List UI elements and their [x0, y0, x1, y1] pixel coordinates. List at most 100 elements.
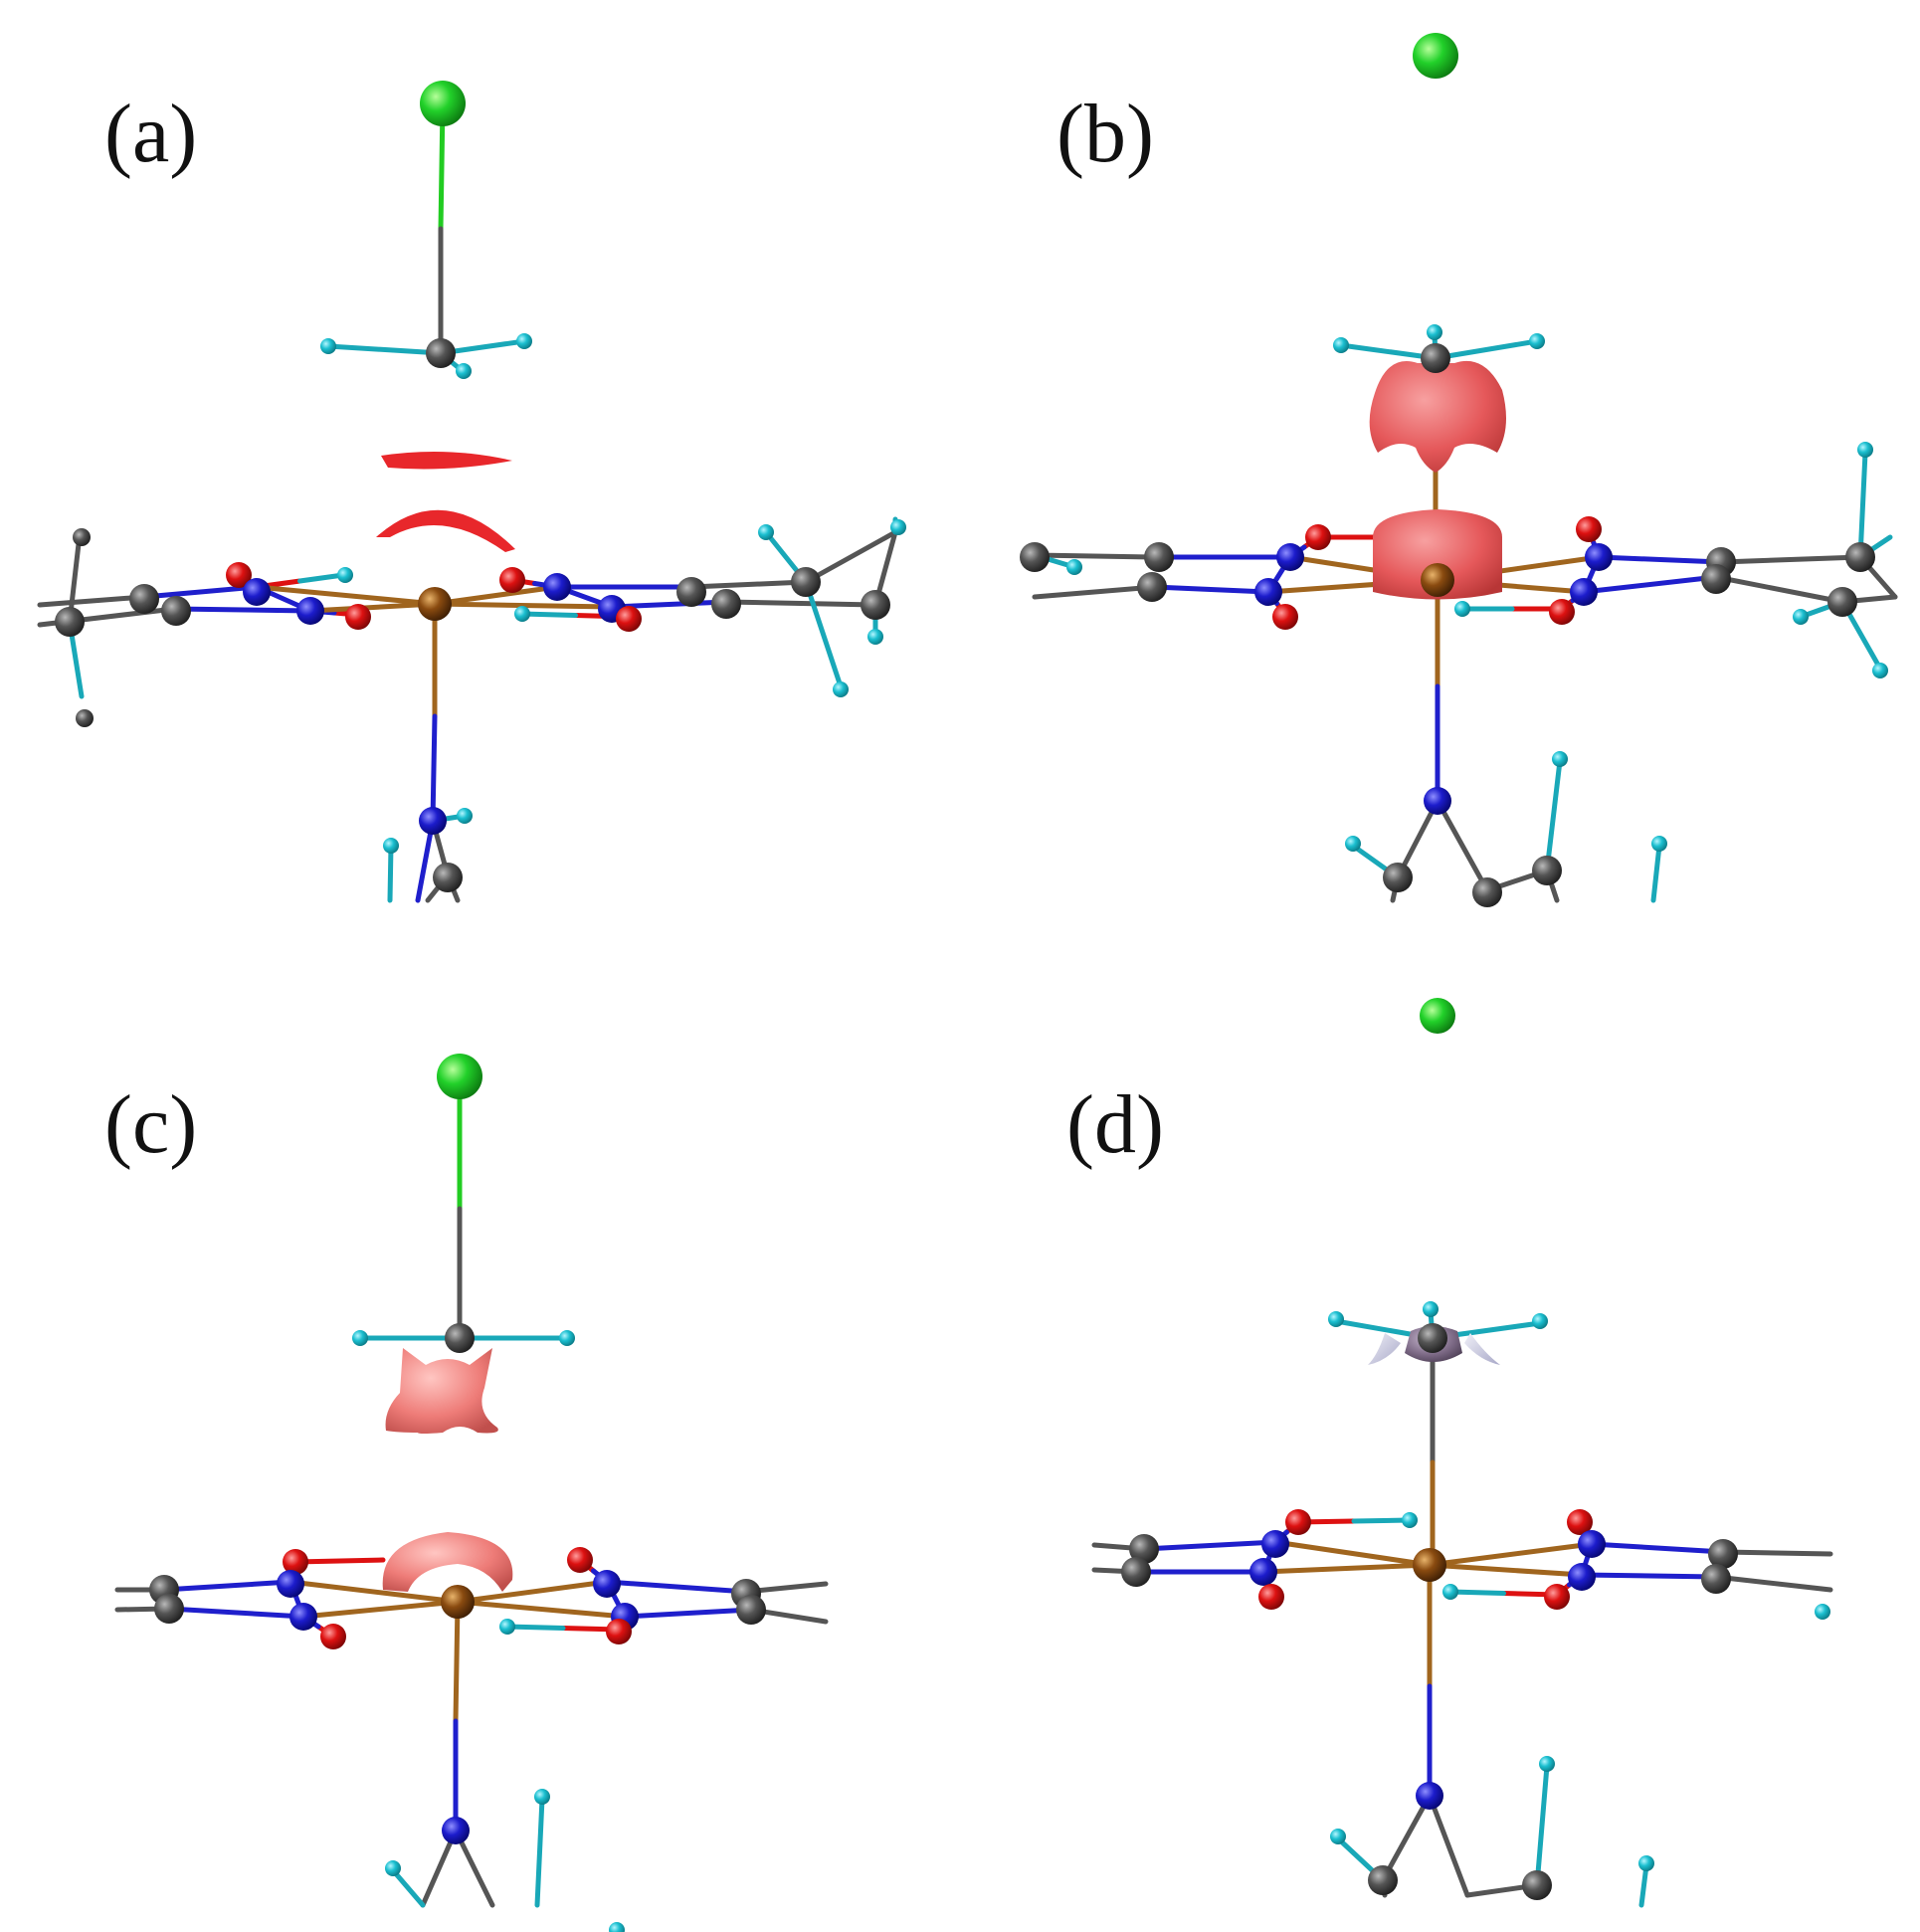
bond: [161, 1579, 293, 1593]
hydrogen-atom: [1427, 324, 1442, 340]
bond: [604, 1579, 749, 1595]
bond: [803, 529, 898, 585]
carbon-atom: [1121, 1557, 1151, 1587]
oxygen-atom: [1567, 1509, 1593, 1535]
nitrogen-atom: [1254, 578, 1282, 606]
bond: [432, 584, 560, 607]
nitrogen-atom: [296, 597, 324, 625]
isosurface-lobe: [382, 1532, 513, 1592]
bond: [300, 1599, 461, 1620]
hydrogen-atom: [1066, 559, 1082, 575]
oxygen-atom: [567, 1547, 593, 1573]
isosurface-lobe: [1373, 509, 1502, 600]
carbon-atom: [154, 1594, 184, 1624]
bond: [254, 584, 438, 607]
carbon-atom: [1827, 587, 1857, 617]
carbon-atom: [426, 338, 456, 368]
oxygen-atom: [616, 606, 642, 632]
carbon-atom: [1522, 1870, 1552, 1900]
bond: [1534, 1763, 1550, 1888]
hydrogen-atom: [1529, 333, 1545, 349]
bond: [504, 1624, 566, 1631]
iron-atom: [441, 1585, 475, 1619]
carbon-atom: [445, 1323, 475, 1353]
nitrogen-atom: [1261, 1530, 1289, 1558]
hydrogen-atom: [1638, 1855, 1654, 1871]
nitrogen-atom: [289, 1603, 317, 1631]
bond: [1857, 450, 1868, 560]
nitrogen-atom: [243, 578, 271, 606]
chlorine-atom: [1413, 33, 1458, 79]
carbon-atom: [1368, 1865, 1398, 1895]
bond: [1151, 584, 1271, 595]
bond: [430, 713, 438, 824]
panel-label-a: (a): [104, 88, 197, 180]
bond: [1718, 554, 1863, 565]
carbon-atom: [861, 590, 890, 620]
bond: [37, 594, 147, 608]
bond: [390, 1867, 426, 1908]
carbon-atom: [1708, 1539, 1738, 1569]
hydrogen-atom: [559, 1330, 575, 1346]
nitrogen-atom: [1570, 578, 1598, 606]
isosurface-lobe: [1464, 1333, 1500, 1365]
iron-atom: [1421, 563, 1454, 597]
bond: [1650, 843, 1662, 903]
bond: [1579, 1572, 1719, 1580]
bond: [1596, 554, 1724, 565]
bond: [387, 843, 394, 903]
hydrogen-atom: [1328, 1311, 1344, 1327]
bond: [1720, 1549, 1833, 1557]
oxygen-atom: [1285, 1509, 1311, 1535]
hydrogen-atom: [352, 1330, 368, 1346]
bond: [1435, 798, 1490, 893]
carbon-atom: [1144, 542, 1174, 572]
nitrogen-atom: [1416, 1782, 1443, 1810]
hydrogen-atom: [1333, 337, 1349, 353]
panel-c: [114, 1054, 829, 1932]
carbon-atom: [1421, 343, 1450, 373]
hydrogen-atom: [1539, 1756, 1555, 1772]
bond: [1032, 552, 1157, 560]
bond: [534, 1796, 545, 1908]
oxygen-atom: [499, 567, 525, 593]
bond: [803, 579, 844, 689]
panel-label-b: (b): [1056, 88, 1154, 180]
hydrogen-atom: [385, 1860, 401, 1876]
carbon-atom: [76, 709, 94, 727]
hydrogen-atom: [337, 567, 353, 583]
oxygen-atom: [345, 604, 371, 630]
nitrogen-atom: [442, 1817, 470, 1844]
hydrogen-atom: [1532, 1313, 1548, 1329]
carbon-atom: [1137, 572, 1167, 602]
hydrogen-atom: [320, 338, 336, 354]
nitrogen-atom: [1424, 787, 1451, 815]
carbon-atom: [433, 863, 463, 892]
carbon-atom: [791, 567, 821, 597]
bond: [1351, 1517, 1413, 1524]
hydrogen-atom: [457, 808, 473, 824]
isosurface-lobe: [385, 1348, 498, 1434]
oxygen-atom: [1258, 1584, 1284, 1610]
carbon-atom: [676, 577, 706, 607]
bond: [1260, 1562, 1433, 1575]
carbon-atom: [129, 584, 159, 614]
hydrogen-atom: [1793, 609, 1809, 625]
chlorine-atom: [1420, 998, 1455, 1034]
carbon-atom: [1129, 1534, 1159, 1564]
bond: [1713, 1574, 1833, 1593]
chlorine-atom: [420, 81, 466, 126]
carbon-atom: [1472, 877, 1502, 907]
bond: [141, 584, 260, 600]
carbon-atom: [1020, 542, 1050, 572]
hydrogen-atom: [514, 606, 530, 622]
bond: [1447, 1589, 1506, 1596]
hydrogen-atom: [499, 1619, 515, 1635]
carbon-atom: [736, 1595, 766, 1625]
bond: [1427, 1541, 1595, 1568]
isosurface-lobe: [1369, 360, 1506, 473]
hydrogen-atom: [758, 524, 774, 540]
panel-a: [37, 81, 906, 903]
oxygen-atom: [606, 1619, 632, 1644]
